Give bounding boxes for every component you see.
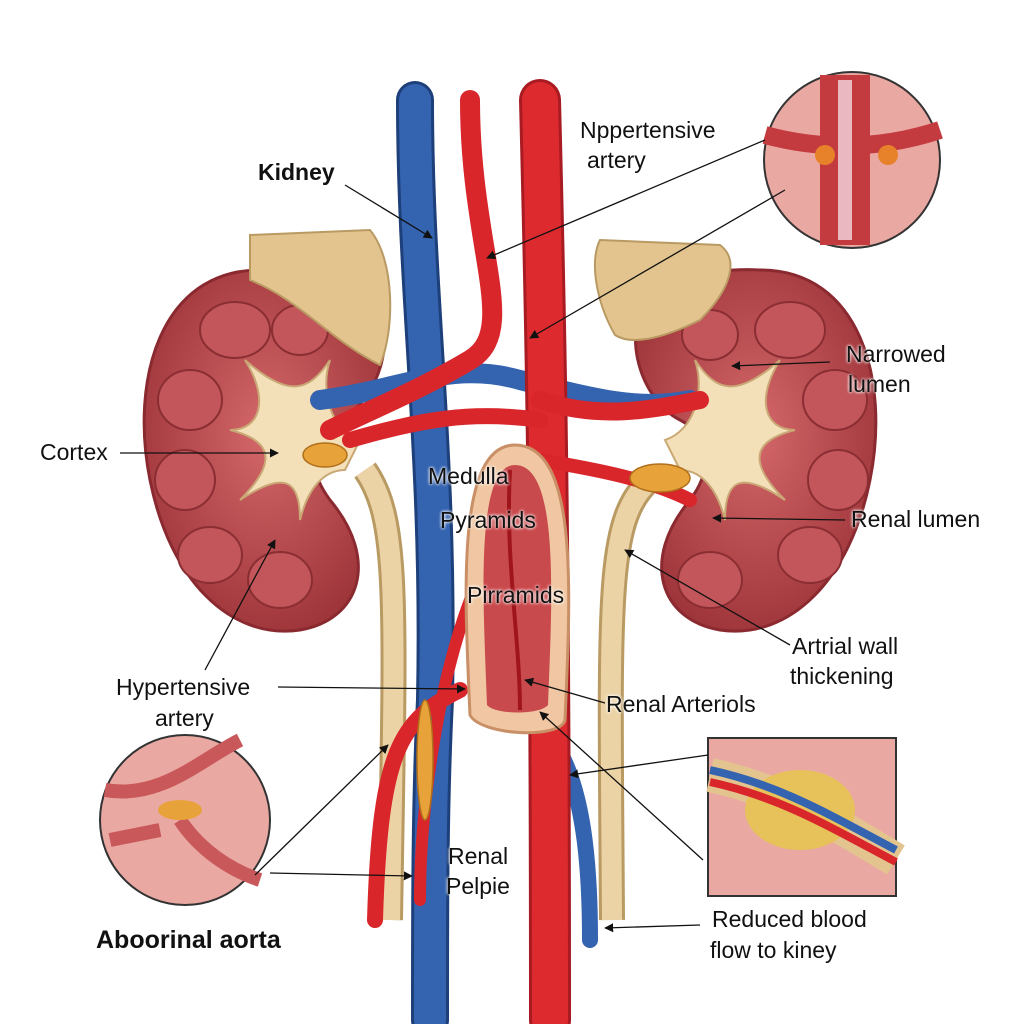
label-pirramids: Pirramids [467, 582, 565, 608]
label-aorta: Aboorinal aorta [96, 926, 281, 954]
label-top-artery-2: artery [587, 147, 646, 173]
right-kidney [594, 238, 878, 633]
label-hyp-artery-1: Hypertensive [116, 674, 251, 700]
label-pyramids: Pyramids [440, 507, 536, 533]
inset-top-right [762, 71, 943, 249]
left-kidney [142, 228, 392, 633]
label-pelpie-1: Renal [448, 843, 509, 869]
label-pelpie-2: Pelpie [446, 873, 510, 899]
label-kidney: Kidney [258, 159, 335, 185]
label-cortex: Cortex [40, 439, 108, 465]
label-wall-1: Artrial wall [792, 633, 899, 659]
leader-lines [120, 139, 846, 933]
label-medulla: Medulla [428, 463, 509, 489]
label-narrowed-2: lumen [848, 371, 911, 397]
plaque [302, 442, 691, 821]
medulla-section [464, 443, 571, 735]
label-reduced-1: Reduced blood [712, 906, 867, 932]
label-narrowed-1: Narrowed [846, 341, 946, 367]
label-wall-2: thickening [790, 663, 894, 689]
inset-bottom-right [706, 737, 905, 897]
label-renal-lumen: Renal lumen [851, 506, 981, 532]
label-arteriols: Renal Arteriols [606, 691, 756, 717]
label-hyp-artery-2: artery [155, 705, 214, 731]
label-reduced-2: flow to kiney [710, 937, 837, 963]
inset-bottom-left [99, 733, 271, 906]
aorta [320, 79, 709, 1024]
label-top-artery-1: Nppertensive [580, 117, 716, 143]
